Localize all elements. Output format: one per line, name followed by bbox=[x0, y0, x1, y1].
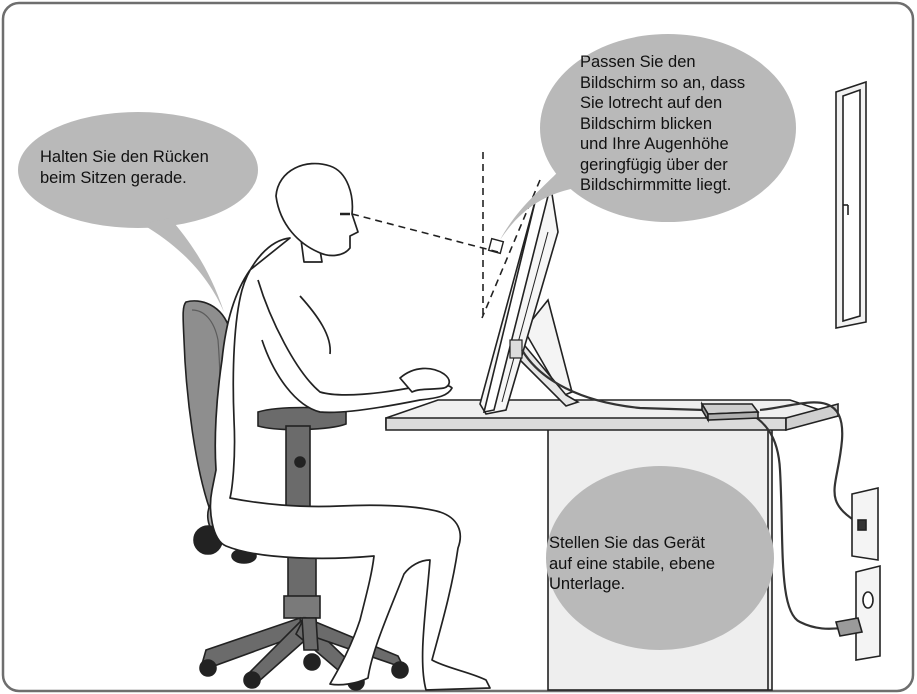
tip-text-back-posture: Halten Sie den Rücken beim Sitzen gerade… bbox=[40, 148, 209, 187]
tip-text-stable-surface: Stellen Sie das Gerät auf eine stabile, … bbox=[549, 534, 716, 593]
network-socket-icon bbox=[851, 486, 879, 561]
power-cable bbox=[521, 349, 861, 630]
right-angle-marker bbox=[487, 237, 505, 255]
speech-bubble-monitor bbox=[500, 34, 796, 240]
tip-text-monitor-position: Passen Sie den Bildschirm so an, dass Si… bbox=[580, 53, 746, 194]
power-socket-icon bbox=[834, 564, 881, 661]
door-icon bbox=[835, 80, 867, 329]
power-adapter-icon bbox=[700, 401, 760, 423]
speech-bubble-surface bbox=[546, 466, 774, 650]
speech-bubble-back bbox=[18, 112, 258, 312]
person-seated-icon bbox=[209, 162, 491, 691]
